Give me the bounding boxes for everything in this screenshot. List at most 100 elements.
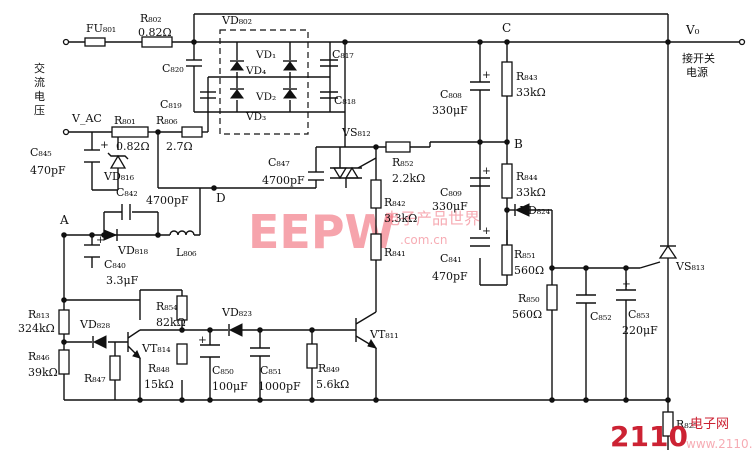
diode-vd2 (283, 88, 297, 100)
label-vd816: VD₈₁₆ (103, 170, 135, 183)
label-c820: C₈₂₀ (162, 62, 184, 75)
label-r851: R₈₅₁ (514, 248, 536, 261)
label-vs813: VS₈₁₃ (675, 260, 705, 273)
capacitor-c842 (121, 204, 132, 220)
label-c850-val: 100μF (212, 380, 248, 393)
label-r825: R₈₂₅ (676, 418, 698, 431)
label-c809-val: 330μF (432, 200, 468, 213)
label-c851: C₈₅₁ (260, 364, 282, 377)
resistor-r847 (109, 355, 121, 381)
resistor-r825 (662, 411, 674, 437)
thyristor-vs813 (658, 244, 678, 270)
label-c840-val: 3.3μF (106, 274, 139, 287)
capacitor-c852 (576, 294, 596, 304)
svg-text:+: + (100, 139, 109, 151)
label-vac: V_AC (71, 112, 102, 125)
label-r852-val: 2.2kΩ (392, 172, 425, 185)
diode-vd3 (230, 88, 244, 100)
label-ac-4: 压 (34, 104, 45, 117)
resistor-r846 (58, 349, 70, 375)
capacitor-c841: + (470, 225, 491, 247)
label-vd818: VD₈₁₈ (117, 244, 149, 257)
label-r813-val: 324kΩ (18, 322, 55, 335)
label-r847: R₈₄₇ (84, 372, 106, 385)
input-terminal-2 (62, 128, 70, 136)
label-vd1: VD₁ (255, 49, 276, 61)
zener-vd816 (107, 152, 129, 169)
label-c853: C₈₅₃ (628, 308, 650, 321)
capacitor-c853: + (616, 278, 636, 301)
diode-vd4 (230, 60, 244, 72)
resistor-r849 (306, 343, 318, 369)
capacitor-c820 (186, 59, 202, 67)
site-logo: 2110 电子网 www.2110.net (610, 417, 752, 453)
label-ac-3: 电 (34, 90, 45, 103)
transistor-vt811 (355, 311, 378, 349)
label-r801: R₈₀₁ (114, 114, 136, 127)
node-vo: V₀ (685, 23, 700, 37)
svg-text:+: + (96, 234, 105, 246)
label-r802: R₈₀₂ (140, 12, 162, 25)
label-fu801: FU₈₀₁ (86, 22, 116, 35)
bridge-vd802-box (219, 29, 309, 135)
capacitor-c845: + (84, 139, 109, 163)
svg-text:+: + (482, 165, 491, 177)
output-terminal (738, 38, 746, 46)
capacitor-c851 (250, 347, 270, 357)
label-r806-val: 2.7Ω (166, 140, 193, 153)
capacitor-c850: + (198, 334, 220, 358)
label-r846: R₈₄₆ (28, 350, 50, 363)
capacitor-c809: + (470, 165, 491, 187)
resistor-r848 (176, 343, 188, 365)
label-r842: R₈₄₂ (384, 196, 406, 209)
watermark-sub: 电子产品世界 (384, 209, 480, 228)
logo-number: 2110 (610, 420, 688, 453)
label-c842: C₈₄₂ (116, 186, 138, 199)
diode-vd1 (283, 60, 297, 72)
label-c850: C₈₅₀ (212, 364, 234, 377)
label-vd824: VD₈₂₄ (519, 204, 551, 217)
node-a: A (59, 213, 69, 227)
logo-url: www.2110.net (686, 437, 752, 451)
label-r844: R₈₄₄ (516, 170, 538, 183)
label-vs812: VS₈₁₂ (341, 126, 371, 139)
capacitor-c847 (308, 171, 324, 188)
label-r851-val: 560Ω (514, 264, 544, 277)
svg-text:+: + (622, 278, 631, 290)
output-label-2: 电源 (686, 65, 708, 79)
label-r813: R₈₁₃ (28, 308, 50, 321)
resistor-r851 (501, 244, 513, 276)
input-terminal-1 (62, 38, 70, 46)
triac-vs812 (330, 147, 377, 188)
label-c818: C₈₁₈ (334, 94, 356, 107)
label-c853-val: 220μF (622, 324, 658, 337)
label-c847: C₈₄₇ (268, 156, 290, 169)
node-c: C (502, 21, 511, 35)
label-c809: C₈₀₉ (440, 186, 462, 199)
label-ac-2: 流 (34, 75, 45, 89)
label-c847-val: 4700pF (262, 174, 305, 187)
label-vd4: VD₄ (245, 65, 266, 77)
label-vd802: VD₈₀₂ (221, 14, 252, 27)
label-r844-val: 33kΩ (516, 186, 546, 199)
resistor-r844 (501, 163, 513, 199)
label-r848: R₈₄₈ (148, 362, 170, 375)
svg-text:+: + (482, 225, 491, 237)
label-r849-val: 5.6kΩ (316, 378, 349, 391)
label-r843: R₈₄₃ (516, 70, 538, 83)
label-c845: C₈₄₅ (30, 146, 52, 159)
diode-vd828 (92, 335, 107, 349)
label-r854-val: 82kΩ (156, 316, 186, 329)
node-b: B (514, 137, 523, 151)
label-r850: R₈₅₀ (518, 292, 540, 305)
label-vd828: VD₈₂₈ (79, 318, 111, 331)
label-r849: R₈₄₉ (318, 362, 340, 375)
capacitor-c808: + (470, 69, 491, 110)
label-l806: L₈₀₆ (176, 246, 197, 259)
label-c819: C₈₁₉ (160, 98, 182, 111)
transistor-vt814 (127, 329, 141, 359)
label-r846-val: 39kΩ (28, 366, 58, 379)
label-c840: C₈₄₀ (104, 258, 126, 271)
label-r848-val: 15kΩ (144, 378, 174, 391)
